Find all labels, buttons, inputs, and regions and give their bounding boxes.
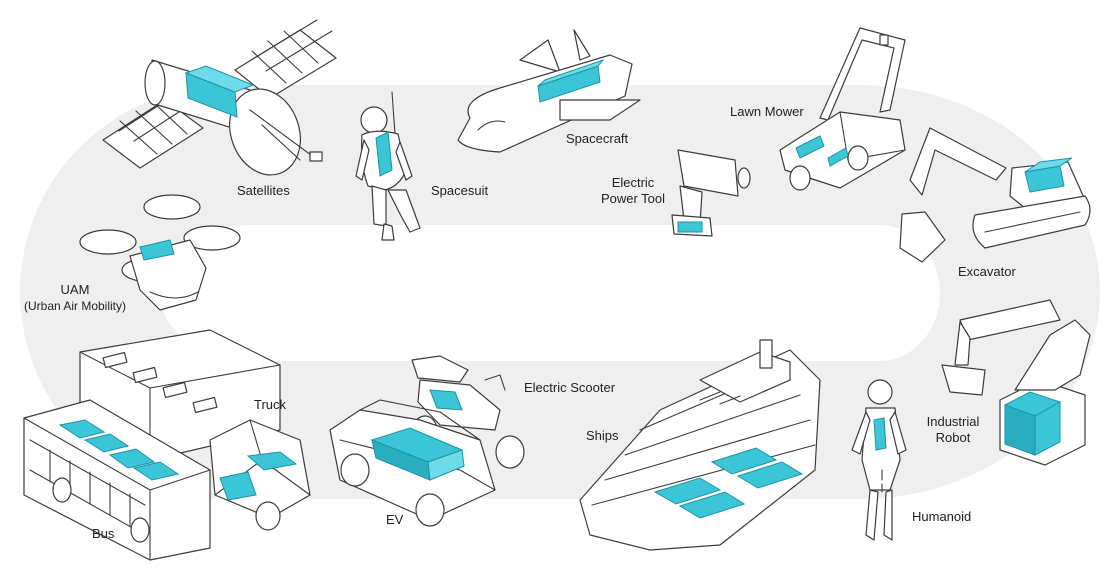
lawn-mower-illustration	[779, 27, 906, 191]
ship-illustration	[579, 339, 821, 551]
excavator-illustration	[899, 127, 1091, 263]
label-electric-power-tool-line1: Electric	[611, 175, 655, 190]
power-tool-illustration	[671, 149, 751, 237]
ev-illustration	[329, 399, 496, 527]
label-excavator: Excavator	[958, 264, 1016, 279]
industrial-robot-illustration	[941, 299, 1091, 466]
spacecraft-illustration	[457, 29, 641, 153]
label-uam: UAM (Urban Air Mobility)	[10, 282, 140, 314]
label-spacecraft: Spacecraft	[566, 131, 629, 146]
humanoid-illustration	[851, 379, 907, 541]
spacesuit-illustration	[355, 91, 421, 241]
label-electric-scooter: Electric Scooter	[524, 380, 616, 395]
satellite-illustration	[102, 19, 337, 176]
label-uam-line1: UAM	[60, 282, 90, 297]
label-ships: Ships	[586, 428, 619, 443]
track-ring	[20, 85, 1100, 499]
label-truck: Truck	[254, 397, 287, 412]
label-industrial-robot-line1: Industrial	[926, 414, 980, 429]
label-spacesuit: Spacesuit	[431, 183, 489, 198]
label-humanoid: Humanoid	[912, 509, 972, 524]
label-industrial-robot: Industrial Robot	[918, 414, 988, 446]
label-electric-power-tool: Electric Power Tool	[598, 175, 668, 207]
label-uam-line2: (Urban Air Mobility)	[23, 299, 127, 313]
label-ev: EV	[386, 512, 404, 527]
label-satellites: Satellites	[237, 183, 290, 198]
label-lawn-mower: Lawn Mower	[730, 104, 804, 119]
label-industrial-robot-line2: Robot	[935, 430, 971, 445]
label-bus: Bus	[92, 526, 115, 541]
bus-illustration	[23, 399, 211, 561]
label-electric-power-tool-line2: Power Tool	[600, 191, 666, 206]
uam-illustration	[79, 194, 241, 311]
